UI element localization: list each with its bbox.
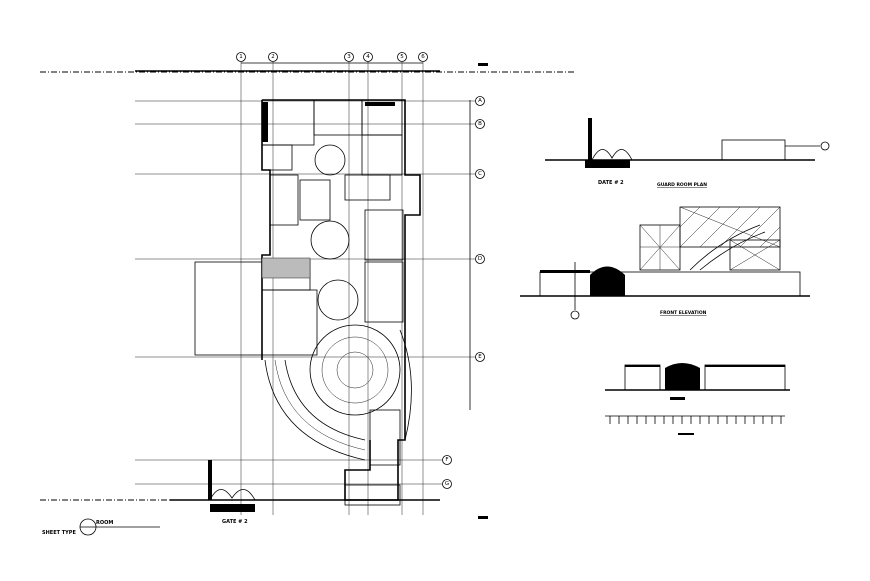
grid-bubble-F — [442, 455, 452, 465]
level-marker-bottom — [478, 516, 488, 519]
main-floor-plan — [261, 99, 421, 506]
front-elevation-title: FRONT ELEVATION — [660, 310, 707, 316]
gate-elevation — [605, 363, 790, 435]
gate-2-label: GATE # 2 — [222, 519, 248, 525]
grid-label-A: A — [478, 98, 482, 104]
grid-bubble-C — [475, 169, 485, 179]
title-line-1: ROOM — [96, 520, 113, 526]
grid-label-E: E — [478, 354, 482, 360]
grid-bubble-B — [475, 119, 485, 129]
guard-gate-label: DATE # 2 — [598, 180, 624, 186]
grid-label-4: 4 — [366, 54, 370, 60]
gate-swing-arcs — [209, 489, 256, 501]
grid-label-D: D — [478, 256, 482, 262]
grid-bubble-G — [442, 479, 452, 489]
grid-label-C: C — [478, 171, 482, 177]
grid-bubble-E — [475, 352, 485, 362]
grid-label-5: 5 — [400, 54, 404, 60]
grid-bubble-A — [475, 96, 485, 106]
grid-label-G: G — [445, 481, 449, 487]
gate-2-plan-block — [210, 504, 255, 512]
grid-lines: 1 2 3 4 5 6A B C D E F G — [135, 52, 485, 515]
gate-post — [208, 460, 212, 500]
grid-label-3: 3 — [347, 54, 351, 60]
grid-bubble-2 — [268, 52, 278, 62]
grid-bubble-1 — [236, 52, 246, 62]
grid-label-B: B — [478, 121, 482, 127]
front-elevation — [520, 206, 810, 320]
guard-room-plan — [545, 118, 830, 168]
grid-bubble-6 — [418, 52, 428, 62]
grid-bubble-5 — [397, 52, 407, 62]
left-annex-outline — [194, 261, 263, 356]
title-line-2: SHEET TYPE — [42, 530, 76, 536]
grid-label-F: F — [445, 457, 448, 463]
grid-label-2: 2 — [271, 54, 275, 60]
grid-bubble-D — [475, 254, 485, 264]
grid-label-6: 6 — [421, 54, 425, 60]
scale-bar — [609, 416, 782, 424]
level-marker — [478, 63, 488, 66]
guard-room-plan-title: GUARD ROOM PLAN — [657, 182, 707, 188]
grid-bubble-4 — [363, 52, 373, 62]
grid-bubble-3 — [344, 52, 354, 62]
grid-label-1: 1 — [239, 54, 243, 60]
